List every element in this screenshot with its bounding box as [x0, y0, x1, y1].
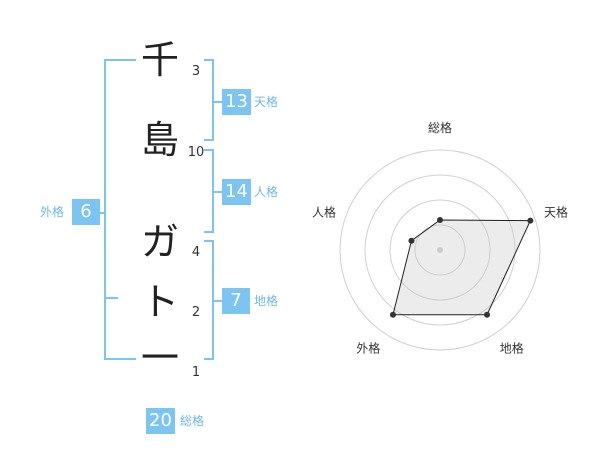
stroke-count-1: 3: [191, 64, 201, 79]
jinkaku-label: 人格: [254, 185, 279, 199]
stroke-count-2: 10: [187, 145, 205, 160]
chikaku-label: 地格: [254, 294, 279, 308]
radar-axis-label-5: 人格: [312, 204, 336, 219]
jinkaku-value: 14: [222, 179, 251, 205]
radar-axis-label-1: 総格: [428, 120, 452, 135]
outer-bracket-connector: [96, 212, 106, 214]
radar-point-3: [484, 311, 491, 318]
radar-point-5: [408, 237, 415, 244]
radar-ring-4: [339, 149, 541, 351]
chikaku-value: 7: [222, 288, 250, 314]
radar-axis-label-2: 天格: [544, 204, 568, 219]
radar-point-4: [389, 311, 396, 318]
radar-axis-label-4: 外格: [356, 341, 380, 356]
gaikaku-value: 6: [72, 199, 100, 225]
radar-polygon: [392, 219, 532, 316]
stroke-count-5: 1: [191, 365, 201, 380]
radar-point-1: [437, 217, 443, 223]
radar-axis-label-3: 地格: [500, 341, 524, 356]
chikaku-bracket: [204, 240, 214, 360]
radar-center: [437, 247, 443, 253]
radar-ring-1: [414, 224, 466, 276]
outer-bracket-tick: [104, 297, 118, 299]
chikaku-connector: [214, 300, 222, 302]
gaikaku-label: 外格: [40, 205, 65, 219]
name-char-2: 島: [140, 118, 179, 162]
tenkaku-label: 天格: [254, 95, 279, 109]
tenkaku-connector: [214, 101, 222, 103]
stroke-count-4: 2: [191, 305, 201, 320]
name-char-4: ト: [140, 280, 179, 324]
soukaku-value: 20: [146, 408, 175, 434]
name-char-3: ガ: [140, 220, 179, 264]
name-char-5: 一: [140, 336, 179, 380]
jinkaku-bracket: [204, 149, 214, 233]
tenkaku-bracket: [204, 59, 214, 141]
radar-ring-2: [389, 199, 491, 301]
stroke-count-3: 4: [191, 245, 201, 260]
jinkaku-connector: [214, 191, 222, 193]
radar-ring-3: [364, 174, 516, 326]
radar-point-2: [527, 217, 534, 224]
tenkaku-value: 13: [222, 89, 251, 115]
soukaku-label: 総格: [180, 414, 205, 428]
name-char-1: 千: [140, 38, 179, 82]
outer-bracket: [104, 59, 136, 360]
